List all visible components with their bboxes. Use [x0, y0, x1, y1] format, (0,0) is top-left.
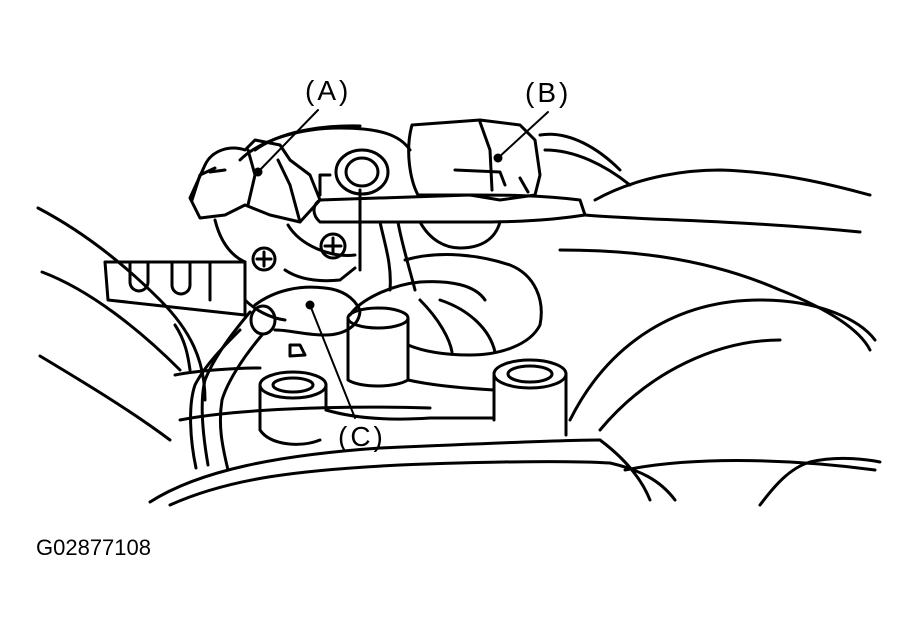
left-intake-contours: [36, 206, 207, 442]
manifold-body: [403, 253, 543, 357]
front-wall: [324, 378, 496, 421]
sensor-a-connector: [188, 138, 322, 224]
callout-label-b: (B): [525, 77, 571, 108]
leader-a: [253, 109, 319, 177]
figure-id-label: G02877108: [36, 535, 151, 560]
bolt-center: [319, 232, 347, 260]
front-post-left: [258, 370, 328, 446]
bolt-left: [251, 246, 277, 272]
leader-c: [305, 300, 356, 419]
upper-port: [318, 148, 390, 197]
center-hose: [346, 220, 502, 388]
pipe-c: [189, 285, 362, 472]
right-manifold-contours: [558, 168, 882, 507]
sensor-b-connector: [407, 118, 632, 202]
callout-label-a: (A): [305, 75, 351, 106]
front-post-right: [492, 358, 568, 437]
bracket-plate: [103, 260, 247, 317]
throttle-body: [213, 124, 412, 322]
upper-hose: [312, 193, 587, 224]
base-housing: [148, 366, 677, 507]
small-boss: [288, 343, 307, 358]
callout-label-c: (C): [338, 421, 386, 452]
leader-b: [493, 111, 549, 163]
